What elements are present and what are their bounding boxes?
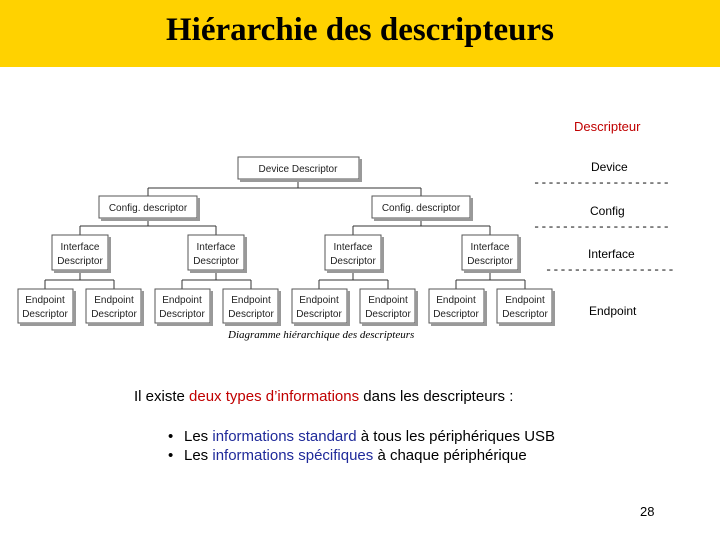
device-descriptor-label: Device Descriptor	[259, 164, 339, 175]
endpoint-descriptor-box: Endpoint Descriptor	[496, 288, 555, 326]
config-descriptor-box: Config. descriptor	[98, 195, 200, 221]
interface-label-line2: Descriptor	[193, 256, 239, 267]
interface-descriptor-box: Interface Descriptor	[51, 234, 111, 273]
endpoint-label-line1: Endpoint	[25, 295, 65, 306]
page-number: 28	[640, 504, 655, 519]
config-descriptor-label: Config. descriptor	[382, 203, 461, 214]
endpoint-label-line1: Endpoint	[94, 295, 134, 306]
endpoint-descriptor-box: Endpoint Descriptor	[222, 288, 281, 326]
interface-label-line1: Interface	[197, 242, 236, 253]
bullet-text-end: à tous les périphériques USB	[356, 428, 556, 445]
list-item: • Les informations spécifiques à chaque p…	[168, 447, 555, 466]
level-separator: ------------------	[545, 263, 675, 277]
bullet-dot: •	[168, 447, 174, 464]
endpoint-label-line1: Endpoint	[505, 295, 545, 306]
endpoint-label-line1: Endpoint	[368, 295, 408, 306]
level-separator: -------------------	[533, 220, 670, 234]
endpoint-label-line2: Descriptor	[228, 309, 274, 320]
interface-label-line2: Descriptor	[467, 256, 513, 267]
endpoint-descriptor-box: Endpoint Descriptor	[291, 288, 350, 326]
endpoint-label-line1: Endpoint	[299, 295, 339, 306]
endpoint-label-line1: Endpoint	[162, 295, 202, 306]
level-config-label: Config	[590, 204, 625, 218]
interface-label-line2: Descriptor	[330, 256, 376, 267]
intro-paragraph: Il existe deux types d’informations dans…	[134, 388, 513, 405]
interface-descriptor-box: Interface Descriptor	[187, 234, 247, 273]
bullet-text-end: à chaque périphérique	[373, 447, 527, 464]
bullet-emphasis: informations spécifiques	[212, 447, 374, 464]
endpoint-label-line2: Descriptor	[22, 309, 68, 320]
endpoint-label-line1: Endpoint	[436, 295, 476, 306]
level-separator: -------------------	[533, 176, 670, 190]
device-descriptor-box: Device Descriptor	[237, 156, 362, 182]
interface-label-line2: Descriptor	[57, 256, 103, 267]
endpoint-label-line2: Descriptor	[91, 309, 137, 320]
interface-label-line1: Interface	[471, 242, 510, 253]
endpoint-label-line2: Descriptor	[433, 309, 479, 320]
descriptor-heading: Descripteur	[574, 119, 641, 134]
diagram-caption: Diagramme hiérarchique des descripteurs	[228, 329, 415, 341]
level-endpoint-label: Endpoint	[589, 304, 637, 318]
bullet-list: • Les informations standard à tous les pé…	[168, 428, 555, 466]
level-interface-label: Interface	[588, 247, 635, 261]
intro-emphasis: deux types d’informations	[189, 388, 360, 405]
bullet-text: Les	[184, 428, 213, 445]
bullet-dot: •	[168, 428, 174, 445]
endpoint-descriptor-box: Endpoint Descriptor	[154, 288, 213, 326]
bullet-emphasis: informations standard	[212, 428, 357, 445]
endpoint-descriptor-box: Endpoint Descriptor	[17, 288, 76, 326]
config-descriptor-box: Config. descriptor	[371, 195, 473, 221]
interface-descriptor-box: Interface Descriptor	[461, 234, 521, 273]
interface-label-line1: Interface	[61, 242, 100, 253]
endpoint-label-line2: Descriptor	[502, 309, 548, 320]
list-item: • Les informations standard à tous les pé…	[168, 428, 555, 447]
endpoint-label-line2: Descriptor	[159, 309, 205, 320]
interface-descriptor-box: Interface Descriptor	[324, 234, 384, 273]
endpoint-label-line2: Descriptor	[296, 309, 342, 320]
endpoint-descriptor-box: Endpoint Descriptor	[359, 288, 418, 326]
level-device-label: Device	[591, 160, 628, 174]
interface-label-line1: Interface	[334, 242, 373, 253]
bullet-text: Les	[184, 447, 213, 464]
config-descriptor-label: Config. descriptor	[109, 203, 188, 214]
intro-text-end: dans les descripteurs :	[359, 388, 514, 405]
endpoint-descriptor-box: Endpoint Descriptor	[428, 288, 487, 326]
intro-text: Il existe	[134, 388, 190, 405]
title-bar: Hiérarchie des descripteurs	[0, 0, 720, 67]
endpoint-label-line1: Endpoint	[231, 295, 271, 306]
endpoint-label-line2: Descriptor	[365, 309, 411, 320]
endpoint-descriptor-box: Endpoint Descriptor	[85, 288, 144, 326]
page-title: Hiérarchie des descripteurs	[166, 12, 554, 48]
